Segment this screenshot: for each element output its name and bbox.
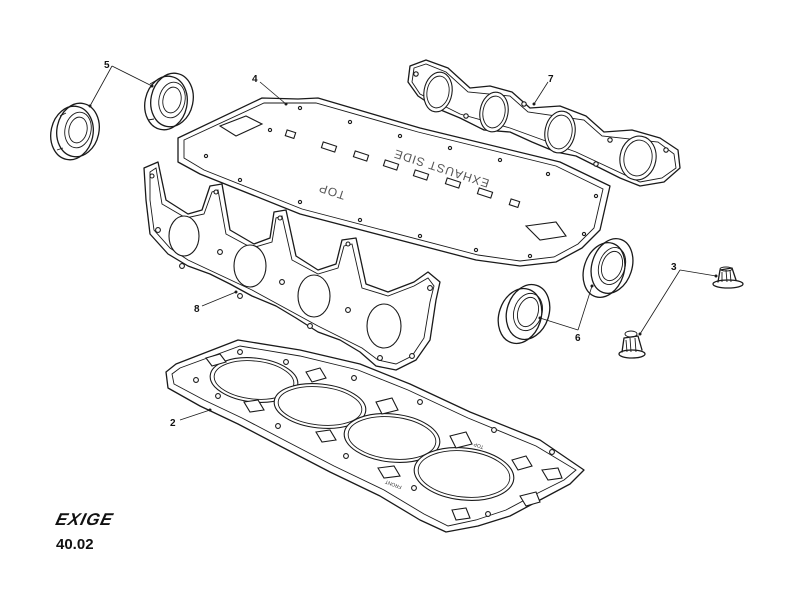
exhaust-manifold-gasket: [407, 59, 681, 187]
cylinder-head-gasket: TOP FRONT: [165, 339, 585, 533]
callout-2-label: 2: [170, 418, 176, 429]
valve-stem-seal-lower: [618, 330, 646, 359]
camshaft-oil-seal-left: [50, 102, 100, 161]
camshaft-oil-seal-right: [144, 72, 194, 131]
brand-block: EXIGE 40.02: [53, 510, 156, 553]
head-gasket-top-stamp: TOP: [472, 440, 484, 449]
rocker-gasket-top-stamp: TOP: [316, 181, 346, 203]
crankshaft-oil-seal-upper: [582, 238, 634, 298]
callout-4: 4: [252, 74, 288, 106]
rocker-gasket-exhaust-side-stamp: EXHAUST SIDE: [392, 146, 491, 190]
head-gasket-oilways: [205, 353, 563, 521]
callout-5-label: 5: [104, 60, 110, 71]
callout-6-label: 6: [575, 333, 581, 344]
callout-3: 3: [638, 262, 718, 336]
rocker-cover-gasket: TOP EXHAUST SIDE: [177, 97, 611, 267]
crankshaft-oil-seal-lower: [497, 283, 551, 345]
callout-8-label: 8: [194, 304, 200, 315]
rocker-gasket-bolt-holes: [203, 105, 599, 259]
head-gasket-bolt-holes: [193, 349, 555, 517]
head-gasket-front-stamp: FRONT: [384, 478, 402, 490]
callout-2: 2: [170, 408, 212, 429]
exige-logo: EXIGE: [53, 510, 116, 529]
callout-8: 8: [194, 290, 238, 315]
valve-stem-seal-upper: [712, 266, 744, 289]
callout-6: 6: [538, 284, 594, 344]
inlet-manifold-gasket: [143, 161, 441, 371]
page-code: 40.02: [56, 536, 94, 553]
callout-3-label: 3: [671, 262, 677, 273]
callout-7: 7: [532, 74, 554, 106]
callout-7-label: 7: [548, 74, 554, 85]
callout-5: 5: [88, 60, 154, 108]
rocker-gasket-slots: [284, 129, 521, 209]
callout-4-label: 4: [252, 74, 258, 85]
